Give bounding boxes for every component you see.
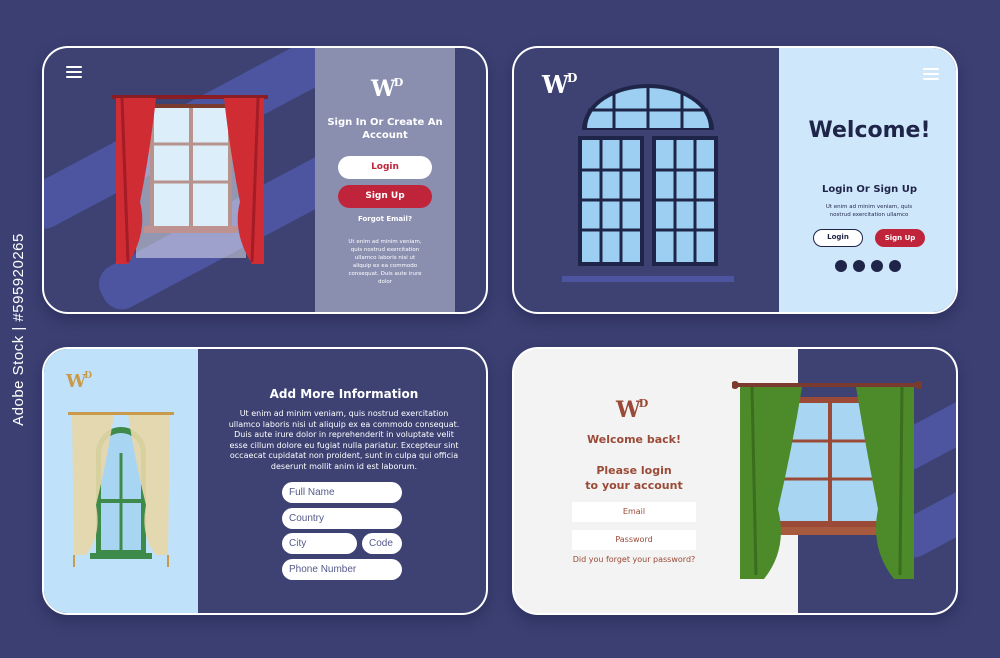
stock-credit-text: Adobe Stock | #595920265 <box>9 232 27 426</box>
page-dot[interactable] <box>835 260 847 272</box>
welcome-back-heading: Welcome back! <box>587 433 681 446</box>
add-info-card: WD Add More Information Ut enim ad minim… <box>42 347 488 615</box>
login-signup-subtitle: Login Or Sign Up <box>821 184 917 195</box>
wd-logo: WD <box>542 70 578 99</box>
signin-card: WD Sign In Or Create An Account Login Si… <box>42 46 488 314</box>
red-curtain-window-illustration <box>112 95 268 264</box>
signin-body-text: Ut enim ad minim veniam, quis nostrud ex… <box>348 239 422 285</box>
login-button[interactable]: Login <box>813 229 863 247</box>
email-field[interactable]: Email <box>572 502 696 522</box>
country-field[interactable]: Country <box>282 508 402 529</box>
wd-logo: WD <box>66 371 93 392</box>
pagination-dots <box>835 260 901 272</box>
welcome-heading: Welcome! <box>808 118 931 143</box>
login-prompt-line: Please login <box>596 464 672 477</box>
full-name-field[interactable]: Full Name <box>282 482 402 503</box>
phone-number-field[interactable]: Phone Number <box>282 559 402 580</box>
wd-logo: WD <box>616 396 649 423</box>
login-prompt-line: to your account <box>585 479 683 492</box>
signin-panel: WD Sign In Or Create An Account Login Si… <box>315 48 455 312</box>
wd-logo: WD <box>371 75 404 102</box>
password-field[interactable]: Password <box>572 530 696 550</box>
arched-window-illustration <box>562 84 734 282</box>
city-field[interactable]: City <box>282 533 357 554</box>
login-button[interactable]: Login <box>338 156 432 179</box>
stock-credit: Adobe Stock | #595920265 <box>4 0 32 658</box>
login-card: WD Welcome back! Please login to your ac… <box>512 347 958 615</box>
welcome-body-text: Ut enim ad minim veniam, quis nostrud ex… <box>825 204 913 218</box>
page-dot[interactable] <box>889 260 901 272</box>
welcome-card: WD Welcome! Login Or Sign Up Ut enim ad … <box>512 46 958 314</box>
green-curtain-window-illustration <box>732 381 922 579</box>
forgot-password-link[interactable]: Did you forget your password? <box>572 555 696 564</box>
welcome-panel: Welcome! Login Or Sign Up Ut enim ad min… <box>779 48 956 312</box>
signup-button[interactable]: Sign Up <box>338 185 432 208</box>
signin-title: Sign In Or Create An Account <box>327 117 443 141</box>
hamburger-icon[interactable] <box>66 66 82 78</box>
green-window-illustration <box>68 412 174 567</box>
add-info-body-text: Ut enim ad minim veniam, quis nostrud ex… <box>228 409 460 471</box>
login-prompt: Please login to your account <box>554 463 714 493</box>
code-field[interactable]: Code <box>362 533 402 554</box>
forgot-email-link[interactable]: Forgot Email? <box>357 215 413 223</box>
add-info-title: Add More Information <box>269 387 419 401</box>
signup-button[interactable]: Sign Up <box>875 229 925 247</box>
hamburger-icon[interactable] <box>923 68 939 80</box>
page-dot[interactable] <box>871 260 883 272</box>
page-dot[interactable] <box>853 260 865 272</box>
illustration-panel: WD <box>44 349 198 613</box>
